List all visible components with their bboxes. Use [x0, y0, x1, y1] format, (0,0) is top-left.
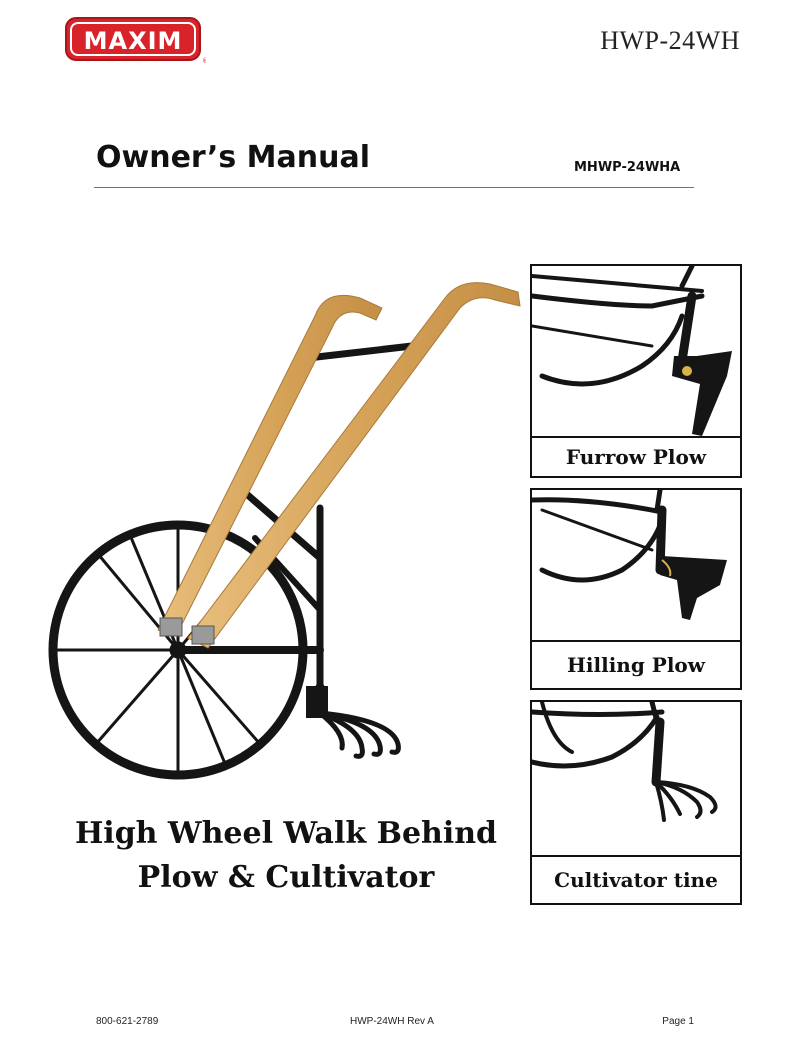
footer-phone: 800-621-2789 [96, 1016, 159, 1027]
page-title: Owner’s Manual [96, 140, 371, 175]
cultivator-tine-label: Cultivator tine [532, 855, 740, 903]
product-name: High Wheel Walk Behind Plow & Cultivator [56, 812, 516, 900]
product-name-line-2: Plow & Cultivator [137, 860, 435, 895]
cultivator-tines [306, 686, 401, 759]
furrow-plow-panel: Furrow Plow [530, 264, 742, 478]
hilling-plow-label: Hilling Plow [532, 640, 740, 688]
model-number-label: MHWP-24WHA [574, 160, 681, 175]
wooden-handles [157, 282, 521, 649]
svg-text:®: ® [202, 57, 206, 65]
footer-revision: HWP-24WH Rev A [350, 1016, 434, 1027]
furrow-plow-label: Furrow Plow [532, 436, 740, 476]
logo-wordmark: MAXIM [84, 27, 183, 55]
hilling-plow-photo [532, 490, 727, 620]
cultivator-tine-panel: Cultivator tine [530, 700, 742, 905]
product-photo [20, 258, 525, 803]
cultivator-tine-photo [532, 702, 718, 822]
furrow-plow-photo [532, 266, 732, 436]
footer-page-number: Page 1 [662, 1016, 694, 1027]
model-number-header: HWP-24WH [600, 26, 740, 55]
maxim-logo: MAXIM ® [64, 16, 209, 66]
product-name-line-1: High Wheel Walk Behind [74, 816, 498, 851]
title-divider [94, 187, 694, 188]
hilling-plow-panel: Hilling Plow [530, 488, 742, 690]
